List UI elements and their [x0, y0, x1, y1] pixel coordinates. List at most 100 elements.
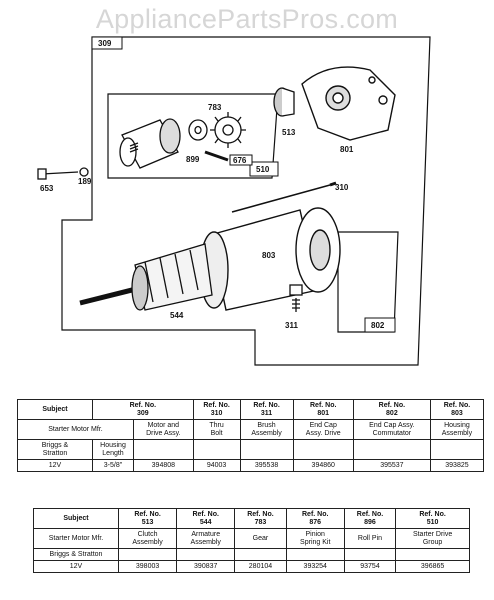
ref-label: Ref. No.	[443, 401, 471, 409]
ref-label: Ref. No.	[203, 401, 230, 409]
voltage-cell: 12V	[33, 560, 119, 573]
desc-line: Group	[422, 538, 443, 546]
callout-676: 676	[233, 156, 247, 165]
desc-line: Assembly	[251, 429, 282, 437]
parts-table-2: Subject Ref. No.513 Ref. No.544 Ref. No.…	[33, 508, 470, 573]
ref-number: 801	[317, 409, 330, 417]
frame-510	[107, 93, 279, 179]
ref-label: Ref. No.	[253, 401, 280, 409]
desc-line: Assembly	[132, 538, 163, 546]
desc-line: Brush	[257, 421, 276, 429]
part-number: 94003	[192, 459, 241, 472]
housing-length-label: Length	[102, 449, 124, 457]
voltage-cell: 12V	[17, 459, 93, 472]
desc-line: Gear	[252, 534, 269, 542]
desc-line: Assy. Drive	[305, 429, 341, 437]
callout-513: 513	[282, 128, 296, 137]
part-number: 395538	[239, 459, 294, 472]
washer-drawing	[188, 119, 208, 141]
part-number: 393254	[285, 560, 345, 573]
desc-line: Roll Pin	[357, 534, 383, 542]
ref-label: Ref. No.	[378, 401, 406, 409]
part-number: 93754	[343, 560, 397, 573]
parts-table-1: Subject Ref. No.309 Ref. No.310 Ref. No.…	[17, 399, 485, 472]
ref-number: 309	[136, 409, 149, 417]
desc-line: Thru	[209, 421, 224, 429]
ref-number: 802	[386, 409, 398, 417]
mfr-label: Starter Motor Mfr.	[33, 528, 119, 549]
callout-801: 801	[340, 145, 354, 154]
part-number: 390837	[176, 560, 236, 573]
desc-line: Clutch	[137, 530, 158, 538]
brush-311-drawing	[289, 284, 303, 312]
maker-line: Stratton	[42, 449, 68, 457]
desc-line: Housing	[444, 421, 470, 429]
part-number: 280104	[234, 560, 287, 573]
watermark-text: AppliancePartsPros.com	[95, 4, 399, 34]
part-number: 394808	[133, 459, 194, 472]
desc-line: Assembly	[190, 538, 221, 546]
ref-number: 876	[309, 518, 322, 526]
subject-header: Subject	[17, 399, 93, 420]
ref-label: Ref. No.	[302, 510, 329, 518]
callout-803: 803	[262, 251, 276, 260]
desc-line: Assembly	[441, 429, 473, 437]
desc-line: Motor and	[147, 421, 180, 429]
desc-line: Pinion	[305, 530, 325, 538]
ref-number: 896	[364, 518, 376, 526]
callout-899: 899	[186, 155, 200, 164]
ref-label: Ref. No.	[310, 401, 337, 409]
length-cell: 3-5/8"	[92, 459, 134, 472]
ref-label: Ref. No.	[134, 510, 161, 518]
ref-label: Ref. No.	[419, 510, 446, 518]
callout-310: 310	[335, 183, 349, 192]
ref-label: Ref. No.	[192, 510, 219, 518]
armature-544-drawing	[79, 243, 213, 311]
subject-header: Subject	[33, 508, 119, 529]
gear-783-drawing	[210, 112, 246, 148]
end-cap-drive-drawing	[301, 66, 396, 141]
bolt-653-drawing	[37, 167, 89, 180]
part-number: 396865	[395, 560, 470, 573]
ref-number: 310	[210, 409, 223, 417]
ref-label: Ref. No.	[247, 510, 274, 518]
thru-bolt-drawing	[231, 181, 337, 213]
callout-510: 510	[256, 165, 270, 174]
part-number: 394860	[292, 459, 354, 472]
desc-line: Spring Kit	[300, 538, 331, 546]
desc-line: Bolt	[210, 429, 223, 437]
maker-line: Briggs &	[41, 441, 69, 449]
callout-189: 189	[78, 177, 92, 186]
mfr-label: Starter Motor Mfr.	[17, 419, 134, 440]
desc-line: Commutator	[372, 429, 412, 437]
callout-544: 544	[170, 311, 184, 320]
maker-cell: Briggs & Stratton	[33, 548, 119, 561]
desc-line: Starter Drive	[412, 530, 453, 538]
part-number: 393825	[429, 459, 485, 472]
pinion-spring-drawing	[119, 118, 181, 169]
ref-number: 513	[141, 518, 154, 526]
housing-length-label: Housing	[100, 441, 126, 449]
part-number: 395537	[352, 459, 431, 472]
part-number: 398003	[117, 560, 178, 573]
desc-line: Drive Assy.	[146, 429, 181, 437]
callout-802: 802	[371, 321, 385, 330]
callout-653: 653	[40, 184, 54, 193]
desc-line: Armature	[191, 530, 221, 538]
desc-line: End Cap Assy.	[369, 421, 415, 429]
ref-number: 803	[451, 409, 463, 417]
callout-783: 783	[208, 103, 222, 112]
clutch-513-drawing	[273, 87, 295, 117]
ref-label: Ref. No.	[356, 510, 384, 518]
callout-309: 309	[98, 39, 112, 48]
roll-pin-drawing	[204, 150, 229, 162]
ref-number: 783	[254, 518, 267, 526]
ref-label: Ref. No.	[129, 401, 157, 409]
ref-number: 510	[426, 518, 439, 526]
exploded-parts-diagram: 309 510 802 676 783 899 513 801	[37, 36, 431, 366]
ref-number: 311	[260, 409, 273, 417]
desc-line: End Cap	[309, 421, 337, 429]
ref-number: 544	[199, 518, 212, 526]
callout-311: 311	[285, 321, 298, 330]
frame-309	[61, 36, 431, 366]
